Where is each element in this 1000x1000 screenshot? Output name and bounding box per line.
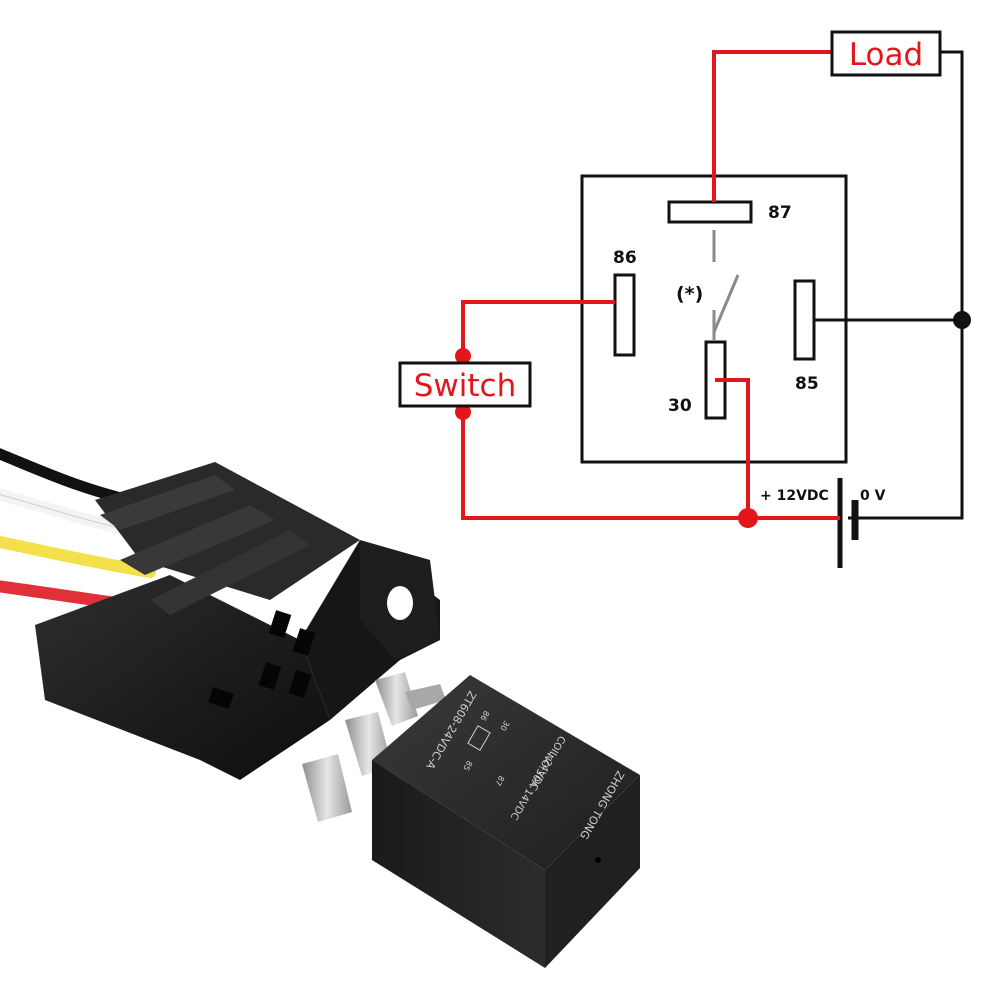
- contact-blade: [712, 274, 740, 333]
- load-label: Load: [849, 37, 923, 73]
- relay-vent-hole: [595, 857, 601, 863]
- switch-supply-wire: [461, 412, 840, 520]
- socket-terminal-opening: [268, 610, 292, 638]
- load-feed-wire: [712, 50, 832, 202]
- relay-schematic: Load Switch 87 86 85 30 (*) + 12VDC 0 V: [398, 30, 971, 568]
- socket-rib: [120, 505, 275, 575]
- load-box: [830, 30, 942, 77]
- socket-terminal-opening: [208, 686, 234, 710]
- relay-pin-86-print: 86: [478, 709, 491, 722]
- contact-note: (*): [676, 283, 703, 305]
- socket-terminal-opening: [258, 662, 282, 690]
- supply-positive-label: + 12VDC: [760, 488, 829, 504]
- switch-top-dot: [455, 348, 471, 364]
- ground-wire: [848, 50, 964, 520]
- relay-pin-30-print: 30: [498, 719, 511, 732]
- relay-body-front: [372, 760, 545, 968]
- pin-85-label: 85: [795, 374, 819, 394]
- pin-86-slot: [613, 273, 636, 357]
- relay-pin-87-print: 87: [493, 774, 506, 787]
- socket-rib: [100, 475, 235, 530]
- pin-87-slot: [667, 200, 753, 224]
- relay-coil-symbol: [467, 725, 491, 751]
- pin-30-label: 30: [668, 396, 692, 416]
- socket-rib: [150, 530, 310, 615]
- supply-junction-dot: [738, 508, 758, 528]
- relay-pin-85-print: 85: [461, 759, 474, 772]
- socket-body-front: [35, 575, 330, 780]
- switch-box: [398, 361, 532, 408]
- relay-socket-photo: [0, 448, 440, 780]
- switch-label: Switch: [414, 368, 517, 404]
- socket-terminal-opening: [288, 670, 312, 698]
- pin-30-supply-wire: [715, 378, 750, 518]
- pin-86-label: 86: [613, 248, 637, 268]
- relay-component-photo: ZT608-24VDC-A COIL:24VDC NO:30A 14VDC ZH…: [302, 672, 640, 968]
- pin-85-slot: [793, 279, 816, 361]
- socket-mounting-hole: [387, 586, 413, 620]
- relay-body-side: [545, 775, 640, 968]
- pin-86-switch-wire: [461, 300, 615, 356]
- pin-87-label: 87: [768, 203, 792, 223]
- ground-junction-dot: [953, 311, 971, 329]
- switch-bottom-dot: [455, 404, 471, 420]
- supply-ground-label: 0 V: [860, 488, 886, 504]
- relay-body-top: [372, 675, 640, 870]
- socket-terminal-opening: [292, 628, 316, 656]
